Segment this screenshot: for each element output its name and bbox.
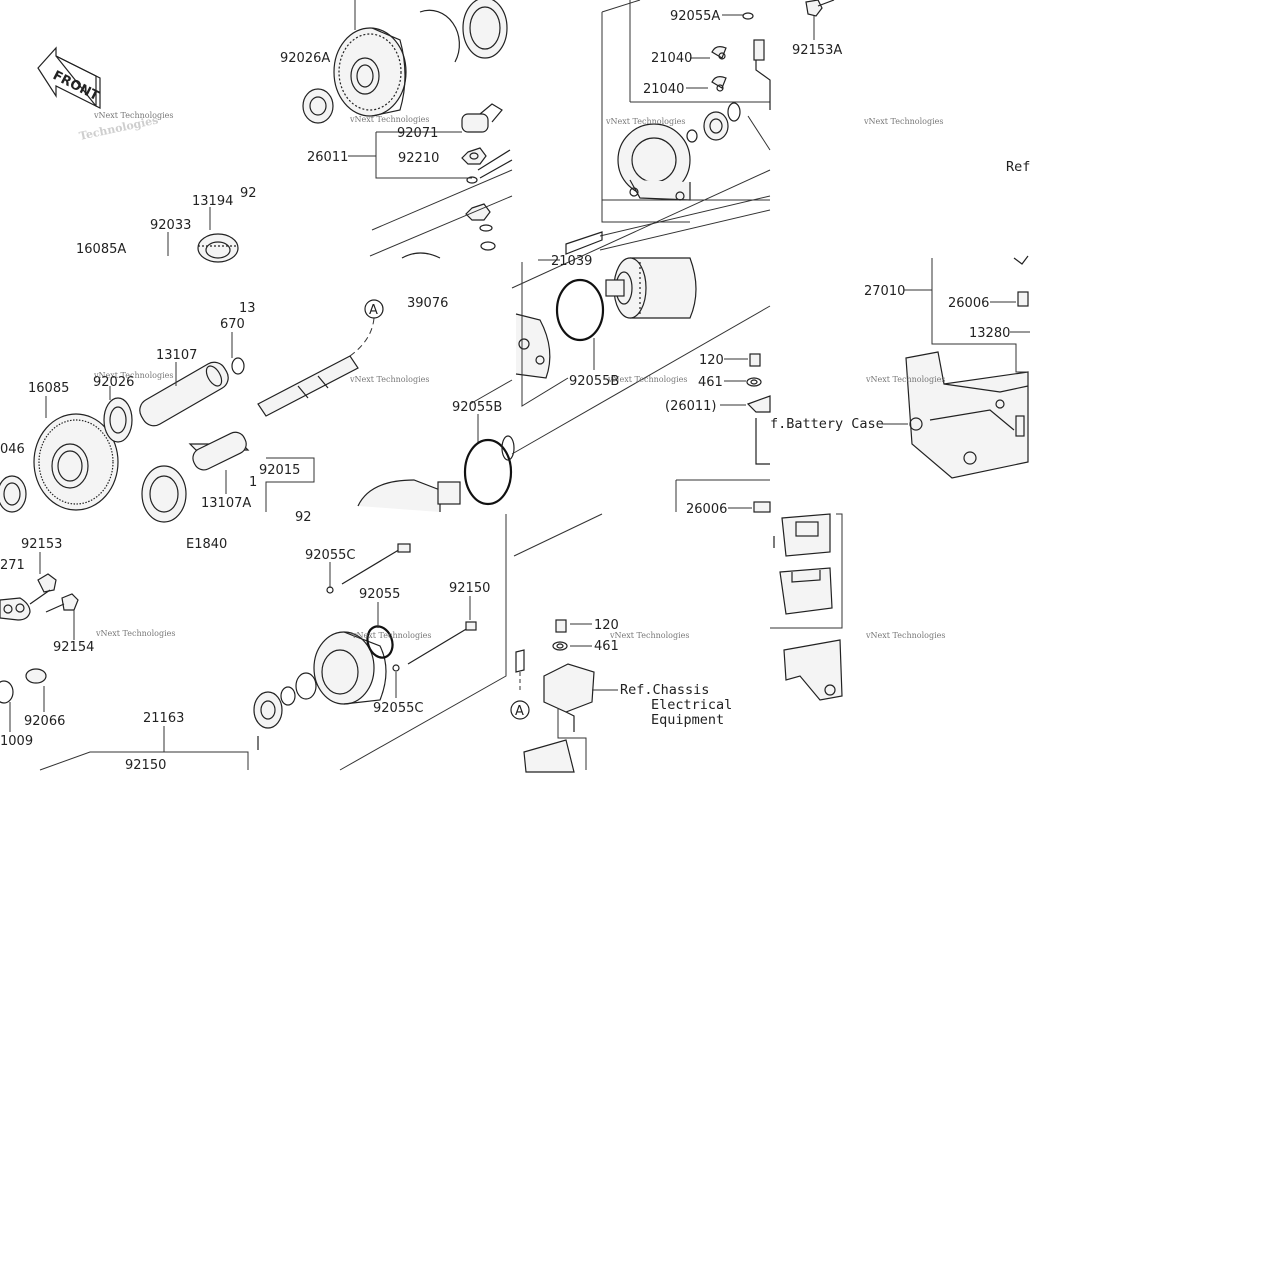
part-label: 461 [594, 639, 619, 654]
part-label: 92154 [53, 640, 94, 655]
part-label: 92071 [397, 126, 438, 141]
part-label: 13107A [201, 496, 251, 511]
front-arrow-icon: FRONT [37, 46, 101, 109]
watermark-text: vNext Technologies [349, 115, 429, 124]
starter-relay-drawing: A [510, 619, 595, 773]
part-label: 21163 [143, 711, 184, 726]
sleeve-13107-drawing [139, 357, 245, 427]
part-label: 26006 [686, 502, 727, 517]
part-label: 046 [0, 442, 25, 457]
terminal-cap-drawing [369, 103, 513, 259]
watermark-text: vNext Technologies [609, 631, 689, 640]
part-label: 92055C [305, 548, 355, 563]
part-label: 120 [594, 618, 619, 633]
part-label: 21040 [651, 51, 692, 66]
starter-motor-end-drawing [617, 102, 741, 201]
watermark-text: vNext Technologies [865, 631, 945, 640]
part-label: 1009 [0, 734, 33, 749]
part-label: 92066 [24, 714, 65, 729]
ref-chassis-line3: Equipment [651, 712, 724, 728]
part-label: 92 [295, 510, 312, 525]
part-label: 92150 [125, 758, 166, 773]
part-label: 1 [249, 475, 257, 490]
watermark-text: vNext Technologies [605, 117, 685, 126]
part-label: 92055 [359, 587, 400, 602]
part-label: 39076 [407, 296, 448, 311]
part-label: 92055B [569, 374, 619, 389]
bolt-92153a-drawing [805, 0, 835, 17]
bearing-13194-drawing [197, 233, 239, 263]
part-label: 92055A [670, 9, 720, 24]
part-label: 92055C [373, 701, 423, 716]
watermark-text: vNext Technologies [95, 629, 175, 638]
armature-drawing [605, 257, 697, 319]
part-label: 21039 [551, 254, 592, 269]
part-label: 27010 [864, 284, 905, 299]
watermark-text: vNext Technologies [607, 375, 687, 384]
motor-housing-drawing [357, 435, 515, 512]
ref-chassis-line2: Electrical [651, 697, 732, 713]
part-label: 92153A [792, 43, 842, 58]
part-label: 16085A [76, 242, 126, 257]
through-bolt-drawing [341, 543, 477, 665]
battery-case-drawing [905, 351, 1029, 479]
part-label: 16085 [28, 381, 69, 396]
bolt-washer-drawing [746, 353, 771, 465]
part-label: 92055B [452, 400, 502, 415]
watermark-text: vNext Technologies [349, 375, 429, 384]
part-label: 92210 [398, 151, 439, 166]
gear-16085-drawing [0, 397, 187, 523]
watermark-text: vNext Technologies [865, 375, 945, 384]
ref-chassis-line1: Ref.Chassis [620, 682, 709, 698]
reference-notes: f.Battery Case Ref.Chassis Electrical Eq… [620, 159, 1030, 728]
front-label: FRONT [50, 68, 101, 104]
watermark-text: vNext Technologies [863, 117, 943, 126]
bracket-plate-drawing [515, 313, 551, 379]
o-ring-92055b-lower [463, 438, 513, 506]
part-label: 92015 [259, 463, 300, 478]
part-label: 92033 [150, 218, 191, 233]
part-label: 13107 [156, 348, 197, 363]
part-label: (26011) [665, 399, 717, 414]
relay-holder-drawing [779, 513, 843, 701]
part-label: 26011 [307, 150, 348, 165]
drive-gear-drawing [302, 0, 508, 124]
part-label: 92026 [93, 375, 134, 390]
plate-bolts-drawing [0, 573, 79, 704]
part-label: 120 [699, 353, 724, 368]
ref-partial: Ref [1006, 159, 1030, 175]
part-labels: 92026A 92071 92210 26011 39076 13194 920… [0, 9, 1010, 773]
intermediate-shaft-drawing: A [188, 299, 384, 471]
part-label: 92150 [449, 581, 490, 596]
part-label: 21040 [643, 82, 684, 97]
end-cover-drawing [253, 586, 400, 729]
part-label: 92026A [280, 51, 330, 66]
callout-marker-a: A [369, 303, 378, 318]
brush-clip-drawing [711, 12, 771, 110]
part-label: 92153 [21, 537, 62, 552]
part-label: 461 [698, 375, 723, 390]
ref-battery-case: f.Battery Case [770, 416, 884, 432]
part-label: 13194 [192, 194, 233, 209]
figure-code: E1840 [186, 537, 227, 552]
watermark-text: vNext Technologies [351, 631, 431, 640]
part-label: 271 [0, 558, 25, 573]
watermark-text: vNext Technologies [93, 371, 173, 380]
part-label: 92 [240, 186, 257, 201]
part-label: 13 [239, 301, 256, 316]
part-label: 670 [220, 317, 245, 332]
watermark-text: vNext Technologies [93, 111, 173, 120]
part-label: 26006 [948, 296, 989, 311]
callout-marker-a-lower: A [515, 704, 524, 719]
part-label: 13280 [969, 326, 1010, 341]
o-ring-92055b [555, 278, 605, 342]
